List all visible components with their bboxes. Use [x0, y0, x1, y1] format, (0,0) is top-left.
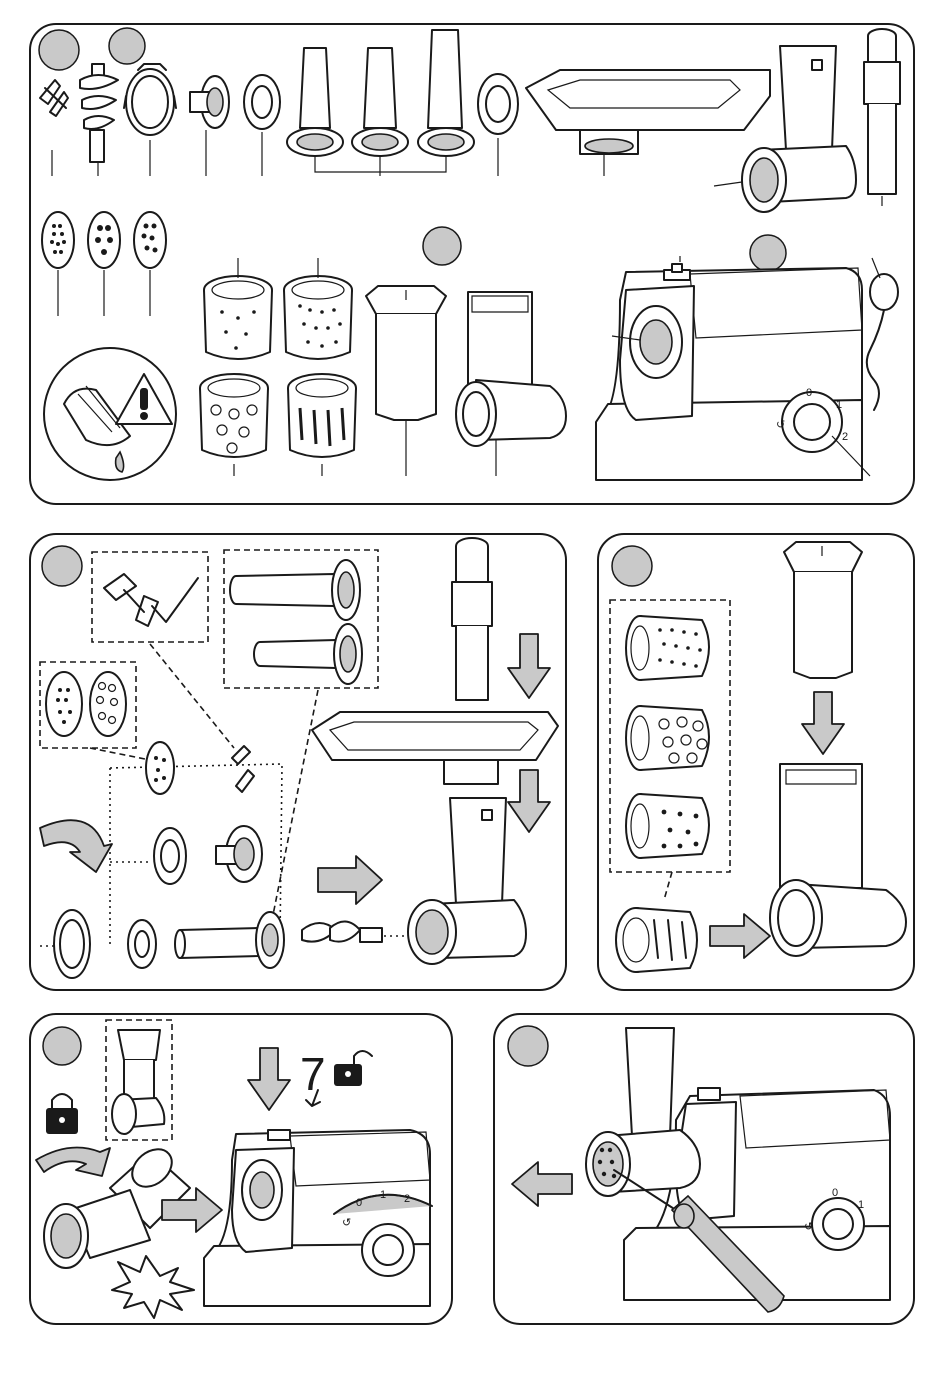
panel-clean-blockage: 0 1 ↺	[494, 1014, 914, 1324]
rotate-arrow-icon	[36, 1148, 110, 1177]
ring-nut-assembly	[54, 910, 90, 978]
base-dial-label-1: 1	[836, 399, 842, 411]
arrow-left-icon	[512, 1162, 572, 1206]
step-badge-2	[109, 28, 145, 64]
clean-dial-label-0: 0	[832, 1187, 838, 1199]
arrow-down-icon	[802, 692, 844, 754]
grinder-head-assembly	[408, 798, 526, 964]
cutting-plates	[42, 212, 166, 268]
slicer-hopper-part	[366, 286, 446, 476]
step-badge-5	[42, 546, 82, 586]
slicer-body-part	[456, 292, 566, 476]
panel-parts-overview: 0 1 2 ↺	[30, 24, 914, 504]
blade-icon	[40, 80, 68, 116]
motor-dial-label-1: 1	[380, 1189, 386, 1201]
clean-dial-label-reverse: ↺	[804, 1221, 813, 1233]
seal-ring-part	[478, 74, 518, 134]
sausage-tubes	[287, 30, 474, 176]
arrow-down-icon	[248, 1048, 290, 1110]
panel-meat-grinder-assembly	[30, 534, 566, 990]
step-badge-7	[43, 1027, 81, 1065]
arrow-down-icon	[508, 634, 550, 698]
warning-triangle-icon	[116, 374, 172, 424]
motor-dial-label-0: 0	[356, 1197, 362, 1209]
base-dial-label-2: 2	[842, 431, 848, 443]
ring-nut-part	[124, 64, 176, 135]
panel-slicer-assembly	[598, 534, 914, 990]
step-badge-1	[39, 30, 79, 70]
food-pusher-assembly	[452, 538, 492, 700]
motor-dial-label-2: 2	[404, 1193, 410, 1205]
arrow-right-icon	[710, 914, 770, 958]
drum-medium	[626, 794, 709, 858]
arrow-down-icon	[508, 770, 550, 832]
motor-unit: 0 1 2 ↺	[204, 1130, 432, 1306]
motor-base-part: 0 1 2 ↺	[596, 256, 898, 480]
step-badge-4	[750, 235, 786, 271]
step-badge-3	[423, 227, 461, 265]
checkmark-icon	[152, 578, 198, 622]
step-badge-8	[508, 1026, 548, 1066]
food-pusher-part	[864, 29, 900, 194]
warning-circle	[44, 348, 176, 480]
step-mark: 7	[300, 1048, 326, 1100]
blade-assembly-part	[232, 746, 254, 792]
slicer-hopper-assembly	[784, 542, 862, 678]
motor-dial-label-reverse: ↺	[342, 1217, 351, 1229]
drum-coarse	[626, 706, 709, 770]
base-dial-label-0: 0	[806, 387, 812, 399]
sausage-tube-small	[230, 560, 360, 620]
sausage-tube-large	[254, 624, 362, 684]
washer-part	[244, 75, 280, 129]
food-tray-part	[526, 70, 770, 154]
blade-icon	[104, 574, 158, 626]
grating-drums	[200, 258, 356, 476]
padlock-unlocked-icon	[334, 1051, 372, 1086]
rotate-arrow-icon	[40, 820, 112, 872]
burst-icon	[112, 1256, 194, 1318]
padlock-locked-icon	[46, 1094, 78, 1134]
step-badge-6	[612, 546, 652, 586]
arrow-right-icon	[318, 856, 382, 904]
base-dial-label-reverse: ↺	[776, 419, 785, 431]
worm-screw-assembly	[302, 921, 382, 942]
drum-fine	[626, 616, 709, 680]
clean-dial-label-1: 1	[858, 1199, 864, 1211]
drum-slicing	[616, 908, 697, 972]
worm-screw-part	[80, 64, 118, 162]
slicer-body-assembly	[770, 764, 906, 956]
panel-attach-to-motor: 0 1 2 ↺ 7	[30, 1014, 452, 1324]
separator-part	[190, 76, 229, 128]
slicer-mini	[112, 1030, 164, 1134]
